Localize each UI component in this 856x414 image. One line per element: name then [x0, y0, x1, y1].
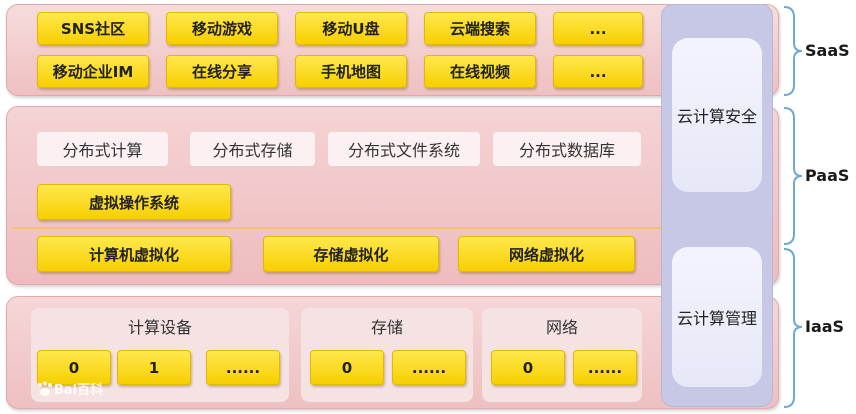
storage-item: ......: [392, 350, 466, 385]
saas-box: 移动企业IM: [37, 55, 149, 88]
baidu-watermark: Bai百科: [36, 379, 103, 398]
network-item: ......: [573, 350, 637, 385]
saas-box: ...: [553, 55, 643, 88]
paas-service-box: 分布式存储: [190, 132, 315, 166]
storage-title: 存储: [370, 318, 403, 337]
storage-item: 0: [310, 350, 384, 385]
saas-box: 在线分享: [166, 55, 278, 88]
saas-box: 移动U盘: [295, 12, 407, 45]
compute-title: 计算设备: [127, 318, 192, 337]
paw-icon: [38, 381, 52, 396]
iaas-label: IaaS: [805, 317, 845, 336]
paas-service-box: 分布式文件系统: [328, 132, 480, 166]
saas-label: SaaS: [805, 41, 850, 60]
network-title: 网络: [545, 318, 578, 337]
virtualization-box: 计算机虚拟化: [37, 236, 231, 272]
saas-box: SNS社区: [37, 12, 149, 45]
virtualization-box: 网络虚拟化: [458, 236, 635, 272]
paas-brace-icon: [783, 107, 803, 245]
watermark-text: Bai百科: [54, 383, 104, 398]
compute-item: 0: [37, 350, 111, 385]
saas-box: 手机地图: [295, 55, 407, 88]
cloud-security-pill: 云计算安全: [672, 38, 762, 192]
compute-item: ......: [206, 350, 280, 385]
paas-service-box: 分布式数据库: [493, 132, 641, 166]
cloud-management-pill: 云计算管理: [672, 247, 762, 387]
paas-label: PaaS: [805, 166, 850, 185]
saas-box: 移动游戏: [166, 12, 278, 45]
virtualization-box: 存储虚拟化: [263, 236, 439, 272]
compute-item: 1: [117, 350, 191, 385]
paas-service-box: 分布式计算: [37, 132, 168, 166]
paas-divider: [12, 227, 662, 229]
saas-box: 云端搜索: [424, 12, 536, 45]
saas-brace-icon: [783, 6, 803, 96]
saas-box: 在线视频: [424, 55, 536, 88]
saas-box: ...: [553, 12, 643, 45]
iaas-brace-icon: [783, 248, 803, 408]
network-item: 0: [491, 350, 565, 385]
virtual-os-box: 虚拟操作系统: [37, 184, 231, 220]
